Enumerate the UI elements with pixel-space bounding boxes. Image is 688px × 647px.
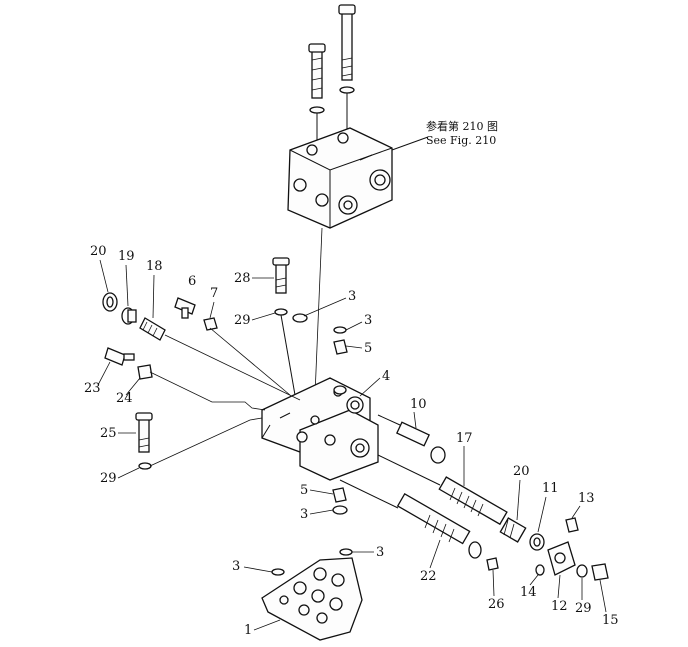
callout-24: 23 — [84, 381, 101, 396]
callout-21: 20 — [90, 244, 107, 259]
callout-4: 4 — [382, 369, 390, 384]
callout-3: 3 — [232, 559, 240, 574]
callouts: 20 19 18 6 7 28 29 3 3 5 4 23 24 25 29 1… — [84, 244, 619, 638]
callout-15: 15 — [602, 613, 619, 628]
long-bolt-left — [308, 43, 326, 99]
upper-valve-body — [287, 127, 393, 229]
callout-3: 3 — [300, 507, 308, 522]
fitting-12 — [547, 541, 576, 576]
ball-14 — [535, 564, 545, 576]
spool-22 — [396, 492, 482, 559]
spring-19 — [139, 317, 166, 341]
o-ring-3 — [292, 313, 308, 323]
callout-6: 5 — [364, 341, 372, 356]
plug-25 — [137, 364, 153, 380]
bolt-26 — [135, 412, 153, 453]
plug-7 — [333, 385, 347, 395]
callout-3: 3 — [364, 313, 372, 328]
washer-29 — [138, 462, 152, 470]
reference-note-cn: 参看第 210 图 — [426, 119, 498, 133]
callout-3: 3 — [376, 545, 384, 560]
washer — [339, 86, 355, 94]
washer — [309, 106, 325, 114]
callout-18: 20 — [513, 464, 530, 479]
callout-29: 29 — [575, 601, 592, 616]
plug-6 — [333, 339, 348, 355]
plug-13 — [565, 517, 579, 533]
reference-note-en: See Fig. 210 — [426, 134, 496, 147]
plug-15 — [591, 563, 609, 581]
callout-29: 29 — [234, 313, 251, 328]
plug-5 — [332, 487, 347, 503]
washer-29 — [576, 564, 588, 578]
callout-20: 19 — [118, 249, 135, 264]
nut-10 — [203, 317, 218, 331]
callout-14: 14 — [520, 585, 537, 600]
washer-29 — [274, 308, 288, 316]
callout-23: 26 — [488, 597, 505, 612]
o-ring-3 — [339, 548, 353, 556]
plug-20 — [121, 307, 137, 325]
spring-18 — [499, 517, 527, 543]
o-ring-3 — [332, 505, 348, 515]
callout-17: 17 — [456, 431, 473, 446]
callout-19: 18 — [146, 259, 163, 274]
callout-29: 29 — [100, 471, 117, 486]
o-ring-3 — [333, 326, 347, 334]
bolt-28 — [272, 257, 290, 294]
callout-1: 1 — [244, 623, 252, 638]
callout-22: 22 — [420, 569, 437, 584]
callout-26: 25 — [100, 426, 117, 441]
bottom-plate-1 — [261, 557, 363, 641]
fitting-24 — [104, 347, 135, 366]
callout-5: 5 — [300, 483, 308, 498]
callout-25: 24 — [116, 391, 133, 406]
callout-8: 10 — [410, 397, 427, 412]
o-ring-3 — [271, 568, 285, 576]
spool-17 — [438, 476, 508, 526]
callout-12: 12 — [551, 599, 568, 614]
plug-8 — [396, 421, 446, 464]
callout-28: 28 — [234, 271, 251, 286]
long-bolt-right — [338, 4, 356, 81]
callout-9: 6 — [188, 274, 196, 289]
fitting-9 — [174, 297, 196, 319]
callout-3: 3 — [348, 289, 356, 304]
callout-13: 13 — [578, 491, 595, 506]
callout-11: 11 — [542, 481, 559, 496]
middle-valve-body — [261, 377, 379, 481]
callout-10: 7 — [210, 286, 218, 301]
plug-23 — [486, 557, 499, 571]
